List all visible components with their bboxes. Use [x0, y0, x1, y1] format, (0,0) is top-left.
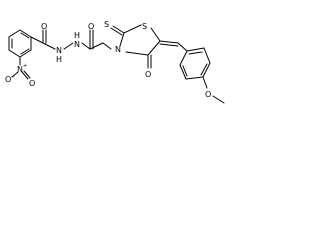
- acetyl-o-label: O: [88, 22, 94, 31]
- benzylidene-linker: [159, 40, 188, 52]
- nitro-o-minus-label: O: [5, 75, 11, 84]
- hydrazide-n1-label: N: [56, 46, 62, 55]
- nitro-group: N + O − O: [5, 56, 35, 88]
- hydrazide-n1-h-label: H: [56, 55, 62, 64]
- benzene-ring-right: [179, 47, 211, 80]
- nitro-o-minus-charge: −: [11, 74, 15, 80]
- thioxo-s-label: S: [104, 20, 109, 29]
- nitro-n-charge: +: [23, 63, 27, 69]
- nitro-o-double-label: O: [29, 79, 35, 88]
- ring-s-label: S: [142, 22, 147, 31]
- benzene-ring-left: [8, 29, 32, 58]
- nitro-n-label: N: [17, 65, 23, 74]
- amide-o-label: O: [41, 22, 47, 31]
- hydrazide-n2-label: N: [74, 40, 80, 49]
- thiazolidinone-ring: N S S O: [104, 20, 161, 79]
- hydrazide-n2-h-label: H: [74, 31, 80, 40]
- chemical-structure-diagram: N + O − O O N H N H O N S S O: [5, 20, 225, 104]
- ring-n-label: N: [115, 45, 121, 54]
- methoxy-group: O: [202, 76, 225, 104]
- methoxy-o-label: O: [205, 90, 211, 99]
- ring-o-label: O: [145, 70, 151, 79]
- carbonyl-hydrazide-chain: O N H N H O: [30, 22, 112, 64]
